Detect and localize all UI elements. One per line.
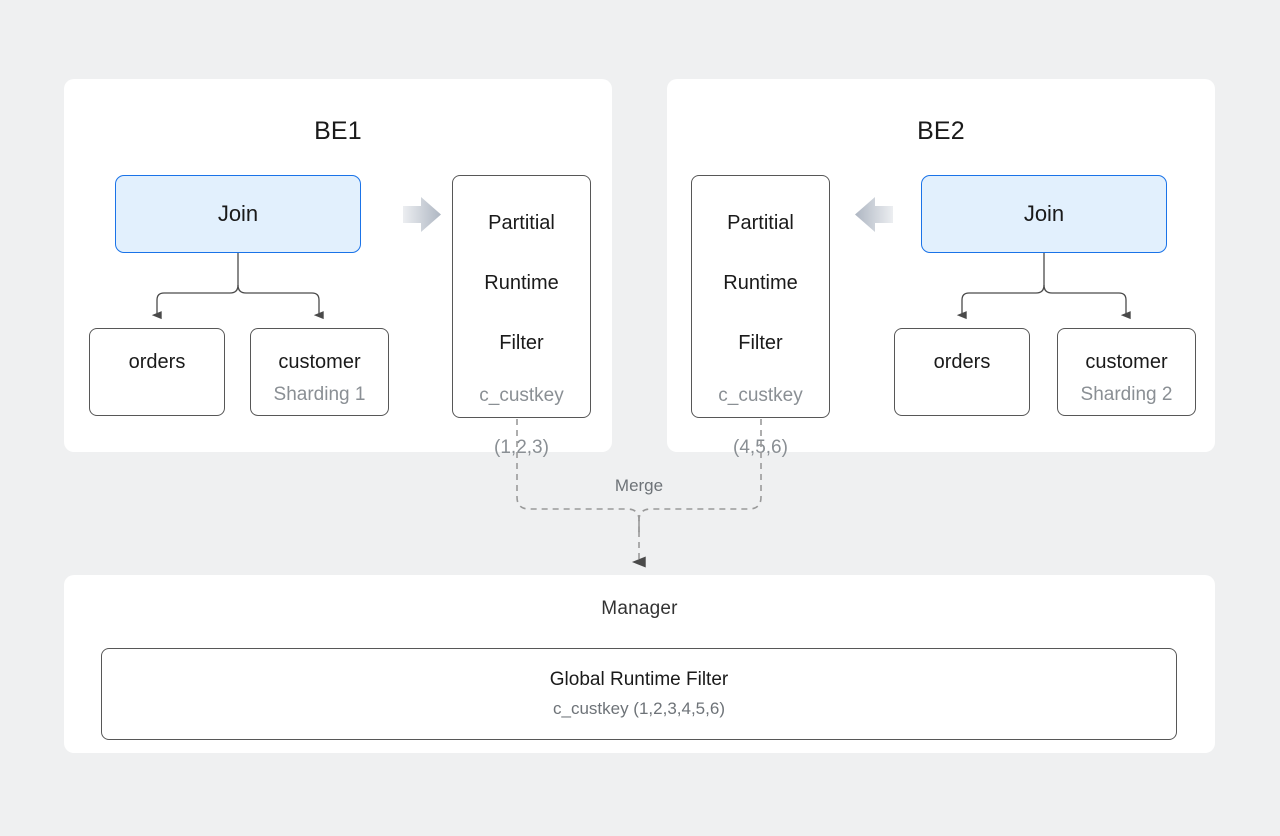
panel-manager-title: Manager — [601, 598, 678, 619]
merge-label: Merge — [614, 476, 664, 495]
be2-customer-label: customer — [1085, 351, 1168, 373]
be2-customer-sharding: Sharding 2 — [1080, 384, 1173, 405]
global-runtime-filter-detail: c_custkey (1,2,3,4,5,6) — [553, 699, 725, 719]
panel-be1: BE1 Join orders customer Sharding 1 Part… — [64, 79, 612, 458]
be2-prf-key: c_custkey — [718, 385, 803, 406]
be2-customer-node[interactable]: customer Sharding 2 — [1057, 328, 1196, 416]
be1-join-node[interactable]: Join — [115, 175, 361, 253]
be1-block-arrow-right-icon — [403, 197, 441, 232]
be1-partial-runtime-filter-node[interactable]: Partitial Runtime Filter c_custkey (1,2,… — [452, 175, 591, 458]
be1-prf-key: c_custkey — [479, 385, 564, 406]
be2-prf-line2: Runtime — [723, 272, 798, 294]
be1-prf-line1: Partitial — [488, 212, 555, 234]
be2-prf-line3: Filter — [738, 332, 783, 354]
be1-prf-line2: Runtime — [484, 272, 559, 294]
be1-customer-sharding: Sharding 1 — [273, 384, 366, 405]
be2-prf-line1: Partitial — [727, 212, 794, 234]
panel-be2-title: BE2 — [917, 117, 965, 145]
be1-join-label: Join — [217, 201, 259, 227]
global-runtime-filter-title: Global Runtime Filter — [549, 668, 729, 690]
be2-join-node[interactable]: Join — [921, 175, 1167, 253]
be1-orders-node[interactable]: orders — [89, 328, 225, 416]
be2-block-arrow-left-icon — [855, 197, 893, 232]
be2-partial-runtime-filter-node[interactable]: Partitial Runtime Filter c_custkey (4,5,… — [691, 175, 830, 458]
panel-be2: BE2 Join orders customer Sharding 2 Part… — [667, 79, 1215, 458]
be2-join-label: Join — [1023, 201, 1065, 227]
be1-prf-line3: Filter — [499, 332, 544, 354]
be1-prf-values: (1,2,3) — [494, 436, 549, 458]
be2-orders-label: orders — [933, 351, 991, 373]
be1-customer-label: customer — [278, 351, 361, 373]
be2-orders-node[interactable]: orders — [894, 328, 1030, 416]
panel-manager: Manager Global Runtime Filter c_custkey … — [64, 575, 1215, 753]
panel-be1-title: BE1 — [314, 117, 362, 145]
global-runtime-filter-node[interactable]: Global Runtime Filter c_custkey (1,2,3,4… — [101, 648, 1177, 740]
be1-customer-node[interactable]: customer Sharding 1 — [250, 328, 389, 416]
be2-prf-values: (4,5,6) — [733, 436, 788, 458]
be1-orders-label: orders — [128, 351, 186, 373]
